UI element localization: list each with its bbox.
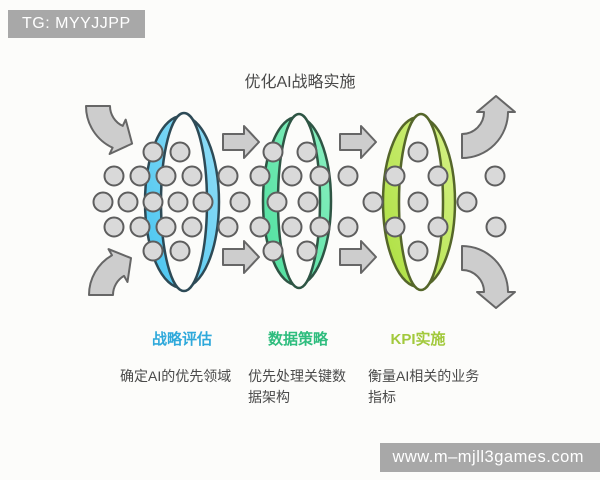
- tg-watermark-text: TG: MYYJJPP: [22, 15, 131, 32]
- input-arrow-bottom-left: [88, 248, 132, 296]
- data-flow-dots: [92, 141, 507, 262]
- flow-arrows: [85, 95, 516, 309]
- site-watermark-text: www.m–mjll3games.com: [392, 448, 584, 466]
- step-arrow-3: [222, 240, 260, 274]
- output-arrow-bottom-right: [461, 245, 516, 309]
- stage-desc-kpi-implementation: 衡量AI相关的业务指标: [368, 368, 480, 405]
- stage-desc-data-strategy: 优先处理关键数据架构: [248, 368, 346, 405]
- output-arrow-top-right: [461, 95, 516, 159]
- step-arrow-1: [222, 125, 260, 159]
- input-arrow-top-left: [85, 105, 134, 155]
- stage-label-strategy-assessment: 战略评估: [151, 331, 213, 348]
- site-watermark-badge: www.m–mjll3games.com: [380, 443, 600, 472]
- diagram-title: 优化AI战略实施: [244, 74, 356, 91]
- stage-desc-strategy-assessment: 确定AI的优先领域: [120, 368, 232, 384]
- step-arrow-4: [339, 240, 377, 274]
- step-arrow-2: [339, 125, 377, 159]
- stage-label-kpi-implementation: KPI实施: [390, 331, 446, 348]
- tg-watermark-badge: TG: MYYJJPP: [8, 10, 145, 38]
- stage-label-data-strategy: 数据策略: [267, 331, 329, 348]
